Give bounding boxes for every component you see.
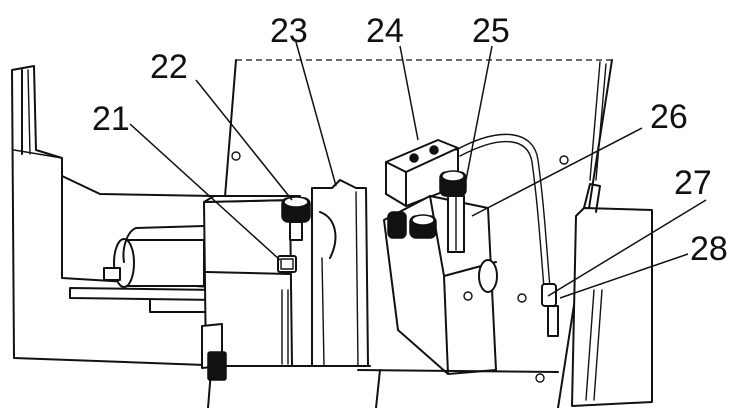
- callout-21: 21: [92, 100, 130, 138]
- callout-26: 26: [650, 98, 688, 136]
- leader-lines: [129, 41, 707, 299]
- callout-25: 25: [472, 12, 510, 50]
- valve-knobs: [387, 170, 467, 239]
- bottom-bracket: [201, 323, 227, 381]
- callout-23: 23: [270, 12, 308, 50]
- callout-24: 24: [366, 12, 404, 50]
- callout-27: 27: [674, 164, 712, 202]
- callout-labels: 21 22 23 24 25 26 27 28: [92, 12, 728, 268]
- cylinder-motor: [103, 225, 205, 288]
- valve-assembly: [383, 139, 498, 375]
- callout-22: 22: [150, 48, 188, 86]
- knob: [281, 196, 311, 241]
- profile-rail: [291, 179, 371, 367]
- callout-28: 28: [690, 230, 728, 268]
- right-housing: [357, 155, 653, 408]
